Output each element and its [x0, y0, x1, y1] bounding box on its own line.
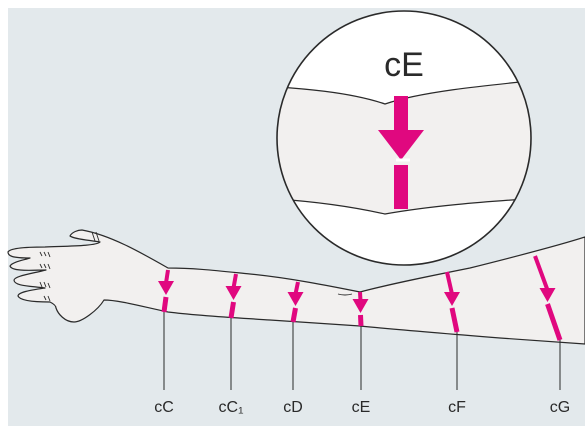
label-cf: cF	[448, 399, 466, 416]
marker-cc1: cC₁	[219, 273, 244, 416]
arrow-down-icon	[539, 288, 556, 302]
zoom-arrow-head	[378, 130, 424, 160]
marker-cc: cC	[154, 269, 174, 416]
band-top	[231, 273, 238, 289]
label-cc1: cC₁	[219, 399, 244, 416]
zoom-pink-bar-bottom	[394, 165, 408, 209]
arrow-down-icon	[287, 292, 304, 306]
band-top	[445, 271, 454, 295]
band-bottom	[290, 307, 298, 323]
arrow-down-icon	[352, 299, 369, 313]
band-top	[164, 269, 170, 284]
arrow-down-icon	[444, 292, 460, 306]
zoom-circle-outline	[276, 10, 532, 266]
band-bottom	[449, 307, 460, 333]
marker-cd: cD	[283, 281, 304, 416]
marker-ce: cE	[352, 291, 371, 416]
arrow-down-icon	[158, 281, 174, 295]
marker-cg: cG	[533, 255, 570, 416]
zoom-detail: cE	[276, 10, 532, 266]
label-cd: cD	[283, 399, 303, 416]
band-bottom	[545, 303, 563, 341]
arrow-down-icon	[225, 286, 242, 300]
band-bottom	[358, 314, 364, 327]
band-top	[533, 255, 550, 291]
marker-cf: cF	[444, 271, 466, 416]
label-ce: cE	[352, 399, 371, 416]
band-bottom	[228, 301, 236, 319]
zoom-label: cE	[384, 46, 424, 84]
band-bottom	[161, 296, 169, 313]
label-cg: cG	[550, 399, 570, 416]
measurement-markers: cC cC₁ cD cE cF cG	[154, 255, 570, 416]
zoom-pink-bar-top	[394, 96, 408, 132]
label-cc: cC	[154, 399, 174, 416]
